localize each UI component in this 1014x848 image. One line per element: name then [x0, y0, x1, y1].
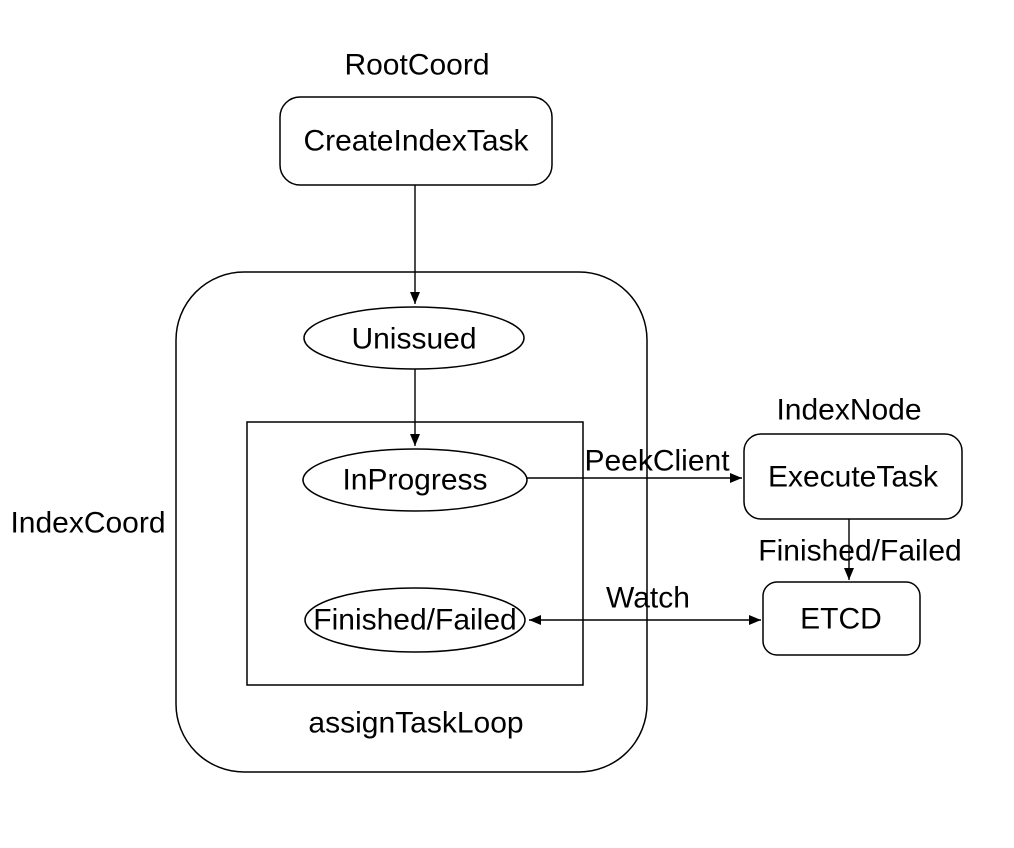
unissued-node — [303, 306, 525, 370]
index-coord-container — [175, 271, 648, 773]
index-coord-label: IndexCoord — [10, 507, 165, 540]
etcd-label: ETCD — [800, 603, 882, 636]
create-index-task-node — [279, 96, 553, 186]
peek-client-edge-label: PeekClient — [584, 445, 730, 478]
unissued-label: Unissued — [351, 323, 476, 356]
etcd-node — [762, 581, 921, 656]
assign-task-loop-label: assignTaskLoop — [308, 707, 523, 740]
finished-failed-edge-label: Finished/Failed — [758, 535, 961, 568]
finished-failed-node — [304, 587, 526, 653]
execute-task-label: ExecuteTask — [768, 461, 939, 494]
in-progress-node — [302, 448, 528, 512]
root-coord-label: RootCoord — [344, 49, 489, 82]
finished-failed-label: Finished/Failed — [313, 604, 516, 637]
watch-edge-label: Watch — [606, 582, 690, 615]
execute-task-node — [743, 433, 963, 520]
index-node-label: IndexNode — [776, 394, 921, 427]
create-index-task-label: CreateIndexTask — [303, 125, 529, 158]
in-progress-label: InProgress — [342, 464, 487, 497]
